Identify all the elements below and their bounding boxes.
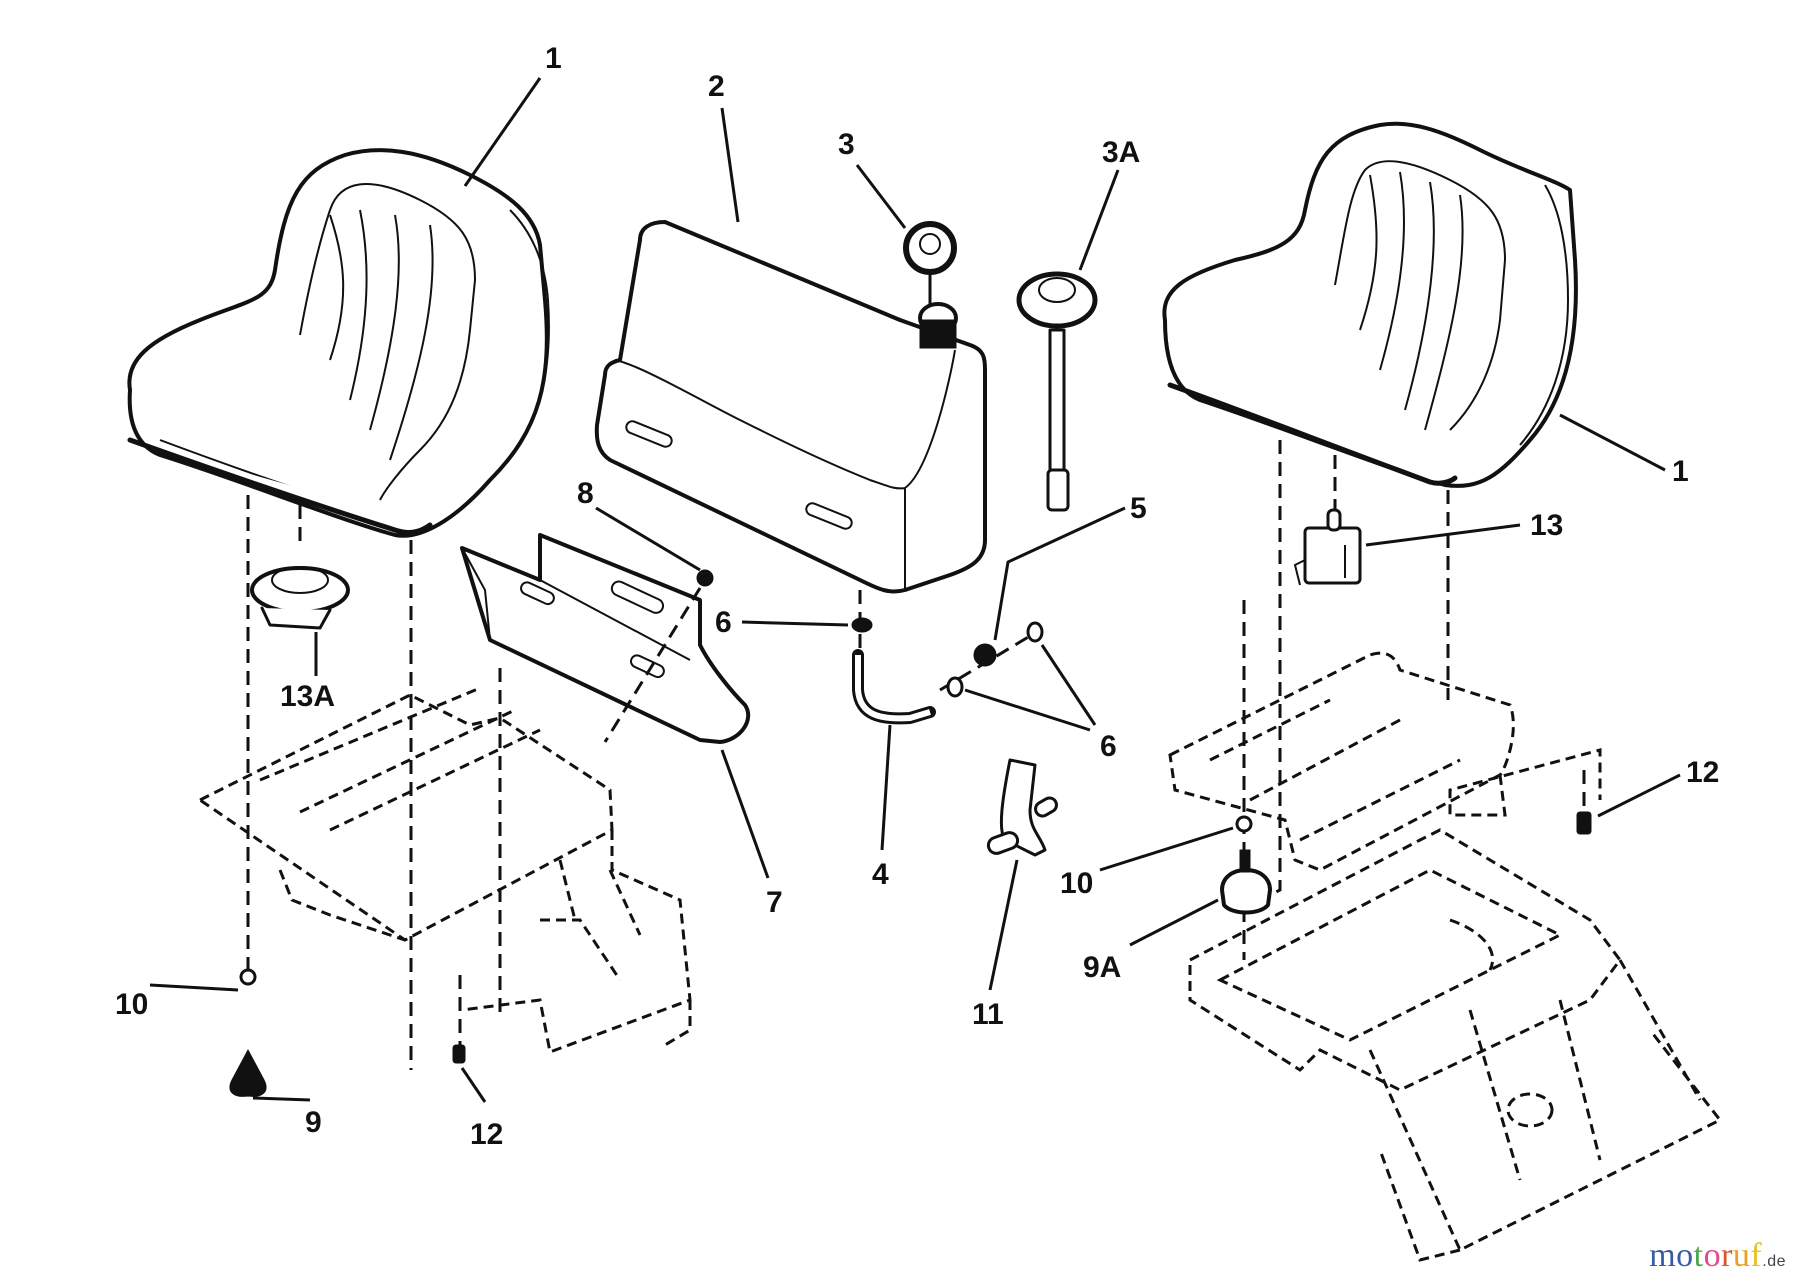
clamp-tank-outlet[interactable] [851, 590, 873, 690]
callout-seat-switch-13a[interactable]: 13A [280, 680, 335, 713]
leader-7 [720, 749, 770, 879]
fuel-filter[interactable] [939, 628, 1041, 692]
callout-fuel-cap[interactable]: 3 [838, 128, 855, 161]
callout-screw-left[interactable]: 12 [470, 1118, 503, 1151]
washer-left[interactable] [239, 968, 257, 986]
callout-clamps-pair[interactable]: 6 [1100, 730, 1117, 763]
callout-seat-right[interactable]: 1 [1672, 455, 1689, 488]
screw-left[interactable] [452, 975, 466, 1064]
seat-switch-13[interactable] [1293, 508, 1362, 586]
callout-knob-left[interactable]: 9 [305, 1106, 322, 1139]
screw-8[interactable] [603, 569, 714, 743]
leader-6-pair-b [1040, 644, 1097, 726]
screw-right[interactable] [1576, 770, 1592, 835]
callout-fuel-gauge-cap[interactable]: 3A [1102, 136, 1140, 169]
watermark-suffix: .de [1762, 1253, 1786, 1270]
leader-9 [252, 1096, 311, 1102]
watermark-letter: f [1750, 1237, 1763, 1274]
leader-3a [1078, 169, 1120, 271]
motoruf-watermark: motoruf.de [1649, 1237, 1786, 1275]
leader-12-right [1597, 773, 1681, 818]
leader-2 [720, 107, 740, 223]
watermark-letter: o [1703, 1237, 1722, 1274]
shutoff-valve[interactable] [986, 758, 1059, 857]
leader-9a [1129, 898, 1219, 947]
leader-seat-left [463, 77, 542, 187]
left-seat-pan [197, 686, 692, 1055]
callout-seat-switch-13[interactable]: 13 [1530, 509, 1563, 542]
leader-5 [993, 506, 1126, 641]
seat-switch-13a[interactable] [250, 566, 350, 630]
knob-right[interactable] [1220, 849, 1272, 915]
leader-seat-right [1559, 413, 1666, 472]
knob-left[interactable] [229, 1048, 267, 1097]
leader-11 [988, 859, 1019, 991]
callout-clamp-tank[interactable]: 6 [715, 606, 732, 639]
leader-10-left [149, 983, 239, 992]
callout-fuel-tank[interactable]: 2 [708, 70, 725, 103]
callout-washer-right[interactable]: 10 [1060, 867, 1093, 900]
watermark-letter: u [1732, 1237, 1751, 1274]
left-seat[interactable] [127, 148, 550, 538]
callout-shutoff-valve[interactable]: 11 [972, 998, 1004, 1031]
leader-4 [880, 724, 892, 851]
leader-6-pair-a [964, 688, 1091, 732]
fuel-cap[interactable] [903, 221, 957, 305]
fuel-tank[interactable] [594, 220, 987, 594]
right-seat-pan [1168, 651, 1602, 872]
callout-fuel-filter[interactable]: 5 [1130, 492, 1147, 525]
fuel-gauge-cap[interactable] [1016, 271, 1098, 512]
watermark-letter: o [1676, 1237, 1694, 1274]
leader-3 [855, 164, 907, 229]
leader-6-tank [741, 620, 849, 627]
watermark-letter: t [1693, 1237, 1704, 1274]
phantom-line [1239, 440, 1282, 912]
watermark-letter: r [1721, 1237, 1733, 1274]
leader-10-right [1099, 826, 1234, 872]
leader-8 [595, 506, 701, 572]
leader-12-left [460, 1067, 487, 1103]
fuel-hose[interactable] [852, 649, 936, 725]
leader-13 [1365, 523, 1521, 547]
callout-screw-8[interactable]: 8 [577, 477, 594, 510]
right-seat[interactable] [1162, 121, 1578, 488]
callout-tank-bracket[interactable]: 7 [766, 886, 783, 919]
callout-fuel-hose[interactable]: 4 [872, 858, 889, 891]
callout-seat-left[interactable]: 1 [545, 42, 562, 75]
tank-bracket[interactable] [460, 533, 751, 744]
right-frame [1188, 828, 1723, 1262]
washer-right[interactable] [1235, 815, 1253, 833]
callout-washer-left[interactable]: 10 [115, 988, 148, 1021]
clamp-pair[interactable] [946, 621, 1044, 698]
callout-knob-right[interactable]: 9A [1083, 951, 1121, 984]
watermark-letter: m [1649, 1237, 1677, 1274]
callout-screw-right[interactable]: 12 [1686, 756, 1719, 789]
